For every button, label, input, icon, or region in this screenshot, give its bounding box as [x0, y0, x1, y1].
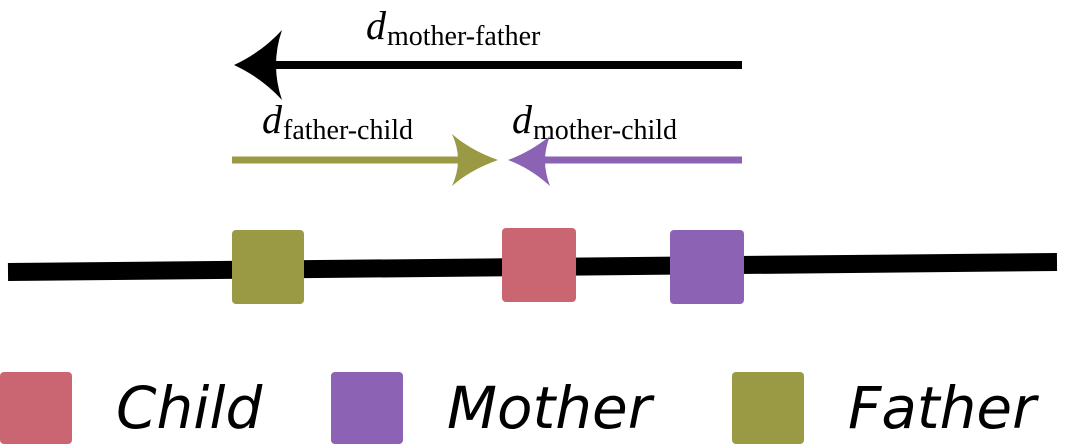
father-marker: [232, 230, 304, 304]
mother-child-distance-var: d: [512, 97, 532, 142]
father-child-distance-label: dfather-child: [262, 97, 413, 145]
legend-mother-swatch: [331, 372, 403, 444]
legend-child-label: Child: [116, 374, 263, 442]
legend-mother-label: Mother: [447, 374, 652, 442]
mother-father-distance-label: dmother-father: [366, 3, 540, 51]
mother-child-distance-label: dmother-child: [512, 97, 677, 145]
legend-child: Child: [0, 372, 262, 444]
mother-father-distance-var: d: [366, 3, 386, 48]
mother-marker: [670, 230, 744, 304]
father-child-distance-var: d: [262, 97, 282, 142]
mother-child-distance-sub: mother-child: [533, 115, 678, 146]
legend-mother: Mother: [331, 372, 652, 444]
legend-child-swatch: [0, 372, 72, 444]
mother-child-arrow: [508, 136, 742, 186]
legend-father-swatch: [732, 372, 804, 444]
father-child-arrow: [232, 134, 498, 186]
child-marker: [502, 228, 576, 302]
father-child-distance-sub: father-child: [283, 115, 414, 146]
legend-father-label: Father: [848, 374, 1036, 442]
mother-father-distance-sub: mother-father: [387, 21, 541, 52]
mother-father-arrow: [234, 30, 742, 100]
legend-father: Father: [732, 372, 1036, 444]
